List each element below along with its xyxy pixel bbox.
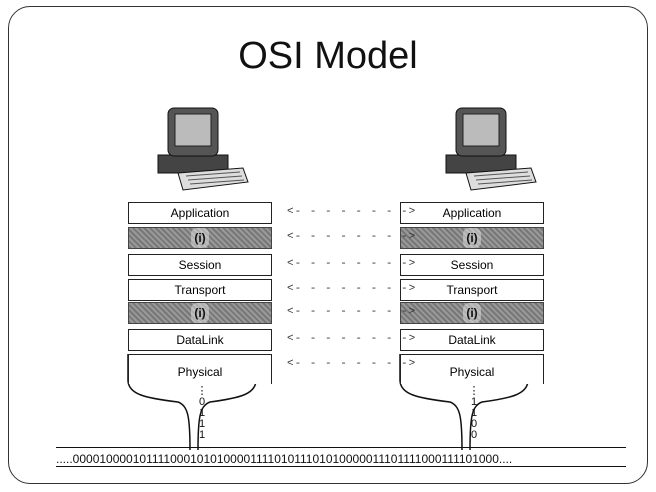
bit: 1 <box>198 429 206 441</box>
layer-session: Session <box>128 254 272 276</box>
bit: 0 <box>198 396 206 408</box>
layer-label: (i) <box>463 228 481 248</box>
layer-label: (i) <box>191 228 209 248</box>
layer-transport: Transport <box>400 279 544 301</box>
peer-arrow: <- - - - - - - -> <box>287 358 417 370</box>
layer-label: (i) <box>463 303 481 323</box>
layer-presentation: (i) <box>128 227 272 249</box>
bit: 0 <box>470 418 478 430</box>
peer-arrow: <- - - - - - - -> <box>287 333 417 345</box>
peer-arrow: <- - - - - - - -> <box>287 231 417 243</box>
bit: 1 <box>198 407 206 419</box>
layer-session: Session <box>400 254 544 276</box>
right-stack-outline <box>399 354 529 450</box>
bit: 1 <box>470 396 478 408</box>
layer-transport: Transport <box>128 279 272 301</box>
layer-network: (i) <box>128 302 272 324</box>
right-vertical-bits: ⋮ 1 1 0 0 <box>468 386 480 441</box>
layer-presentation: (i) <box>400 227 544 249</box>
medium-line-top <box>56 447 626 448</box>
page-title: OSI Model <box>238 35 418 77</box>
peer-arrow: <- - - - - - - -> <box>287 306 417 318</box>
bit: ⋮ <box>468 385 480 397</box>
computer-icon <box>157 107 249 191</box>
bit: 0 <box>470 429 478 441</box>
computer-icon <box>445 107 537 191</box>
peer-arrow: <- - - - - - - -> <box>287 206 417 218</box>
slide-frame: OSI Model <box>8 6 648 484</box>
layer-application: Application <box>400 202 544 224</box>
medium-line-bottom <box>56 466 626 467</box>
left-stack-outline <box>127 354 257 450</box>
bit: 1 <box>470 407 478 419</box>
layer-datalink: DataLink <box>128 329 272 351</box>
peer-arrow: <- - - - - - - -> <box>287 258 417 270</box>
bit: 1 <box>198 418 206 430</box>
layer-application: Application <box>128 202 272 224</box>
layer-network: (i) <box>400 302 544 324</box>
left-vertical-bits: ⋮ 0 1 1 1 <box>196 386 208 441</box>
layer-physical: Physical <box>128 354 272 384</box>
layer-label: (i) <box>191 303 209 323</box>
peer-arrow: <- - - - - - - -> <box>287 283 417 295</box>
bit: ⋮ <box>196 385 208 397</box>
layer-datalink: DataLink <box>400 329 544 351</box>
layer-physical: Physical <box>400 354 544 384</box>
bitstream: .....00001000010111100010101000011110101… <box>56 452 513 466</box>
